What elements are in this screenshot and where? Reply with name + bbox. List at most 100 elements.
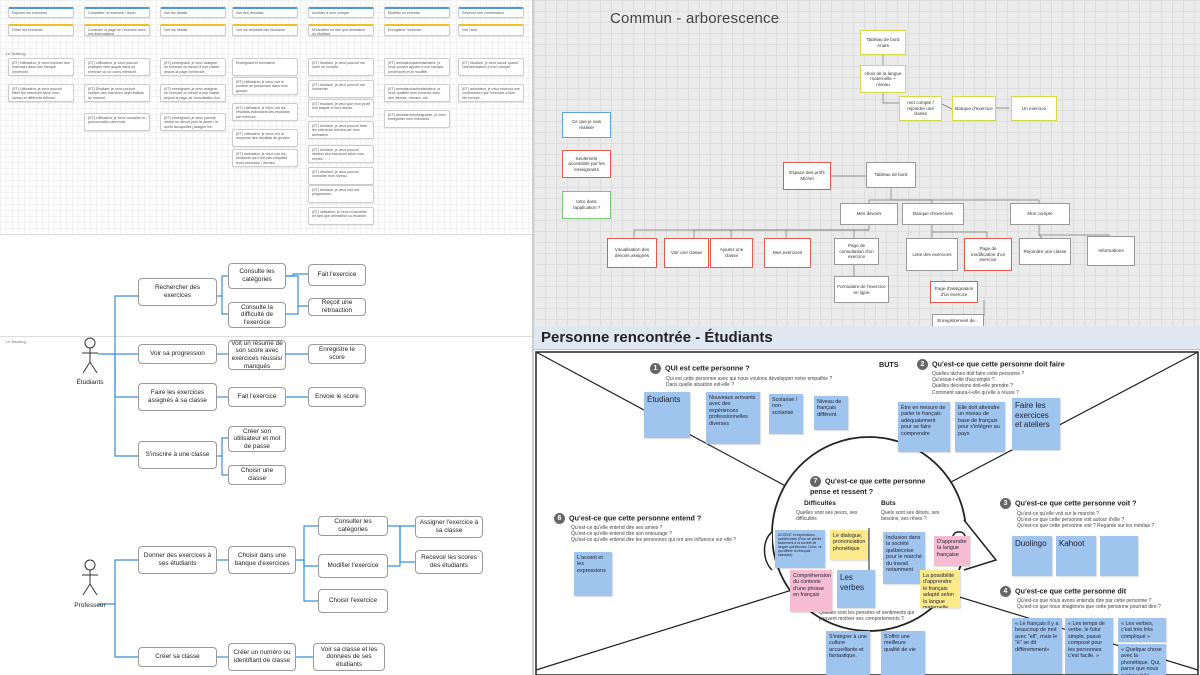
sticky-apprendre: D'apprendre la langue française — [934, 536, 970, 566]
story-card: (ET) étudiant, je veux pouvoir réaliser … — [308, 145, 374, 163]
sticky-kahoot: Kahoot — [1056, 536, 1096, 576]
goal-create-class: Créer sa classe — [138, 647, 217, 667]
sticky-nouveaux: Nouveaux arrivants avec des expériences … — [706, 392, 760, 444]
substep-see-class-data: Voir sa classe et les données de ses étu… — [313, 643, 385, 671]
story-card: (ET) étudiant, je veux pouvoir connaître… — [308, 167, 374, 185]
goal-give-exercises: Donner des exercices à ses étudiants — [138, 546, 217, 574]
sticky-integrer: S'intégrer à une culture accueillante et… — [826, 631, 870, 675]
buts-title: BUTS — [879, 360, 899, 369]
node-my-account: Mon compte — [1010, 203, 1070, 225]
node-assign-page: Page d'assignation d'un exercice — [930, 281, 978, 303]
story-subheader-0: Filtrer les exercices — [8, 24, 74, 36]
node-consult-exercise: Page de consultation d'un exercice — [834, 238, 879, 265]
sticky-duolingo: Duolingo — [1012, 536, 1052, 576]
story-card: (ET) animateur/administrateur, je veux p… — [384, 58, 450, 76]
tree-panel: Commun - arborescence Tableau de bord An… — [534, 0, 1200, 326]
node-information: Informations — [1087, 236, 1135, 266]
result-assign-exercise: Assigner l'exercice à sa classe — [415, 516, 483, 538]
node-language-choice: choix de la langue maternelle + niveau — [860, 65, 906, 93]
outcome-send-score: Envoie le score — [308, 387, 366, 407]
sticky-comprehension: Compréhension du contexte d'une phrase e… — [790, 570, 832, 612]
row-label-backlog: Le Backlog — [6, 339, 26, 344]
story-header-0: Explorer les exercices — [8, 7, 74, 18]
node-my-homework: Mes devoirs — [840, 203, 898, 225]
head-sub: Quelles sont les pensées et sentiments q… — [819, 610, 915, 623]
story-card: (ET) Utilisateur, je veux pouvoir filtre… — [8, 84, 74, 102]
flow-connectors — [98, 273, 415, 658]
story-header-3: Voir ses résultats — [232, 7, 298, 18]
goal-see-progress: Voir sa progression — [138, 344, 217, 364]
story-card: Enseignant et Animateur — [232, 58, 298, 76]
story-card: (ET) étudiant, je veux savoir quand l'ad… — [458, 58, 524, 76]
sticky-dialogue: Le dialogue, prononciation phonétique — [830, 530, 868, 560]
node-view-class: Voir une classe — [664, 238, 709, 268]
story-card: (ET) étudiant, je veux pouvoir faire les… — [308, 121, 374, 139]
node-save: Enregistrement de... — [932, 314, 984, 326]
node-one-exercise: Un exercice — [1011, 96, 1057, 121]
sticky-verbes: Les verbes — [837, 570, 875, 608]
sticky-possibilite: La possibilité d'apprendre le français a… — [920, 570, 960, 608]
substep-choose-exercise: Choisir l'exercice — [318, 589, 388, 613]
sticky-accent2: ACCENT et expressions québécoises (Pour … — [775, 530, 825, 568]
story-card: (ET) étudiant, je veux pouvoir me connec… — [308, 80, 374, 98]
node-dashboard-anais: Tableau de bord Anaïs — [860, 30, 906, 55]
sticky-dit1: « Le français il y a beaucoup de mot ave… — [1012, 618, 1062, 674]
sticky-accent: L'accent et les expressions — [574, 552, 612, 596]
story-card: (ET) utilisateur, je veux m'identifier e… — [308, 207, 374, 225]
story-card: (ET) étudiant, je veux pouvoir me créer … — [308, 58, 374, 76]
sticky-dit2: « Les temps de verbe, le futur simple, p… — [1065, 618, 1113, 674]
node-teachers-space: Espace des profs Michel — [783, 162, 831, 190]
story-header-2: Voir les détails — [160, 7, 226, 18]
q3-sub: Qu'est-ce qu'elle voit sur le marché ? Q… — [1017, 511, 1155, 530]
story-subheader-1: Consulter la page de l'exercice avec ses… — [84, 24, 150, 36]
node-add-class: Ajouter une classe — [710, 238, 753, 268]
q1-sub: Qui est cette personne avec qui nous vou… — [666, 376, 833, 389]
sticky-mesure: Être en mesure de parler le français adé… — [898, 402, 950, 452]
story-card: (ET) Utilisateur, je veux explorer des e… — [8, 58, 74, 76]
story-header-5: Modifier un exercice — [384, 7, 450, 18]
story-header-1: Compléter un exercice / leçon — [84, 7, 150, 18]
step-choose-class: Choisir une classe — [228, 465, 286, 485]
student-actor-label: Étudiants — [76, 379, 104, 386]
flow-diagram-panel: Le Backlog — [0, 236, 532, 675]
step-choose-bank: Choisir dans une banque d'exercices — [228, 546, 296, 574]
step-create-class-id: Créer un numéro ou identifiant de classe — [228, 643, 296, 671]
q4-sub: Qu'est-ce que nous avons entendu dire pa… — [1017, 598, 1161, 611]
q2-sub: Quelles tâches doit faire cette personne… — [932, 371, 1025, 396]
sticky-scolarise: Scolarisé / non-scolarisé — [769, 394, 803, 434]
substep-modify-exercise: Modifier l'exercice — [318, 554, 388, 578]
row-label-walking: Le Walking — [6, 51, 26, 56]
outcome-do-exercise: Fait l'exercice — [308, 264, 366, 286]
sticky-dit3: « Les verbes, c'est très très compliqué … — [1118, 618, 1166, 642]
story-header-4: Accéder à mon compte — [308, 7, 374, 18]
sticky-inclusion: Inclusion dans la société québécoise pou… — [883, 532, 925, 584]
node-exercise-bank: Banque d'exercices — [902, 203, 964, 225]
story-card: (ET) Utilisateur, je veux voir la moyenn… — [232, 129, 298, 147]
node-view-assigned: Visualisation des devoirs assignés — [607, 238, 657, 268]
goal-do-assigned: Faire les exercices assignés à sa classe — [138, 383, 217, 411]
sticky-niveau: Niveau de français différent — [814, 396, 848, 430]
outcome-save-score: Enregistre le score — [308, 344, 366, 364]
empathy-title: Personne rencontrée - Étudiants — [541, 329, 773, 346]
tree-title: Commun - arborescence — [610, 10, 780, 27]
story-card: (ET) animateur/enseignante, je veux enre… — [384, 110, 450, 128]
story-header-6: Recevoir une confirmation — [458, 7, 524, 18]
node-dashboard: Tableau de bord — [866, 162, 916, 188]
result-receive-scores: Recevoir les scores des étudiants — [415, 550, 483, 574]
student-actor-icon — [82, 337, 98, 374]
legend-teachers-only: Seulement accessible par les enseignants — [562, 150, 611, 178]
difficultes-title: Difficultés — [804, 500, 836, 507]
q6-sub: Qu'est-ce qu'elle entend dire ses amies … — [571, 525, 737, 544]
story-subheader-2: Voir les détails — [160, 24, 226, 36]
step-do-exercise: Fait l'exercice — [228, 387, 286, 407]
step-create-user: Créer son utilisateur et mot de passe — [228, 426, 286, 452]
sticky-etudiants: Étudiants — [644, 392, 690, 438]
sticky-faire: Faire les exercices et ateliers — [1012, 398, 1060, 450]
story-subheader-3: Voir les résultats des étudiants — [232, 24, 298, 36]
story-card: (ET) Étudiant, je veux pouvoir réaliser … — [84, 84, 150, 102]
